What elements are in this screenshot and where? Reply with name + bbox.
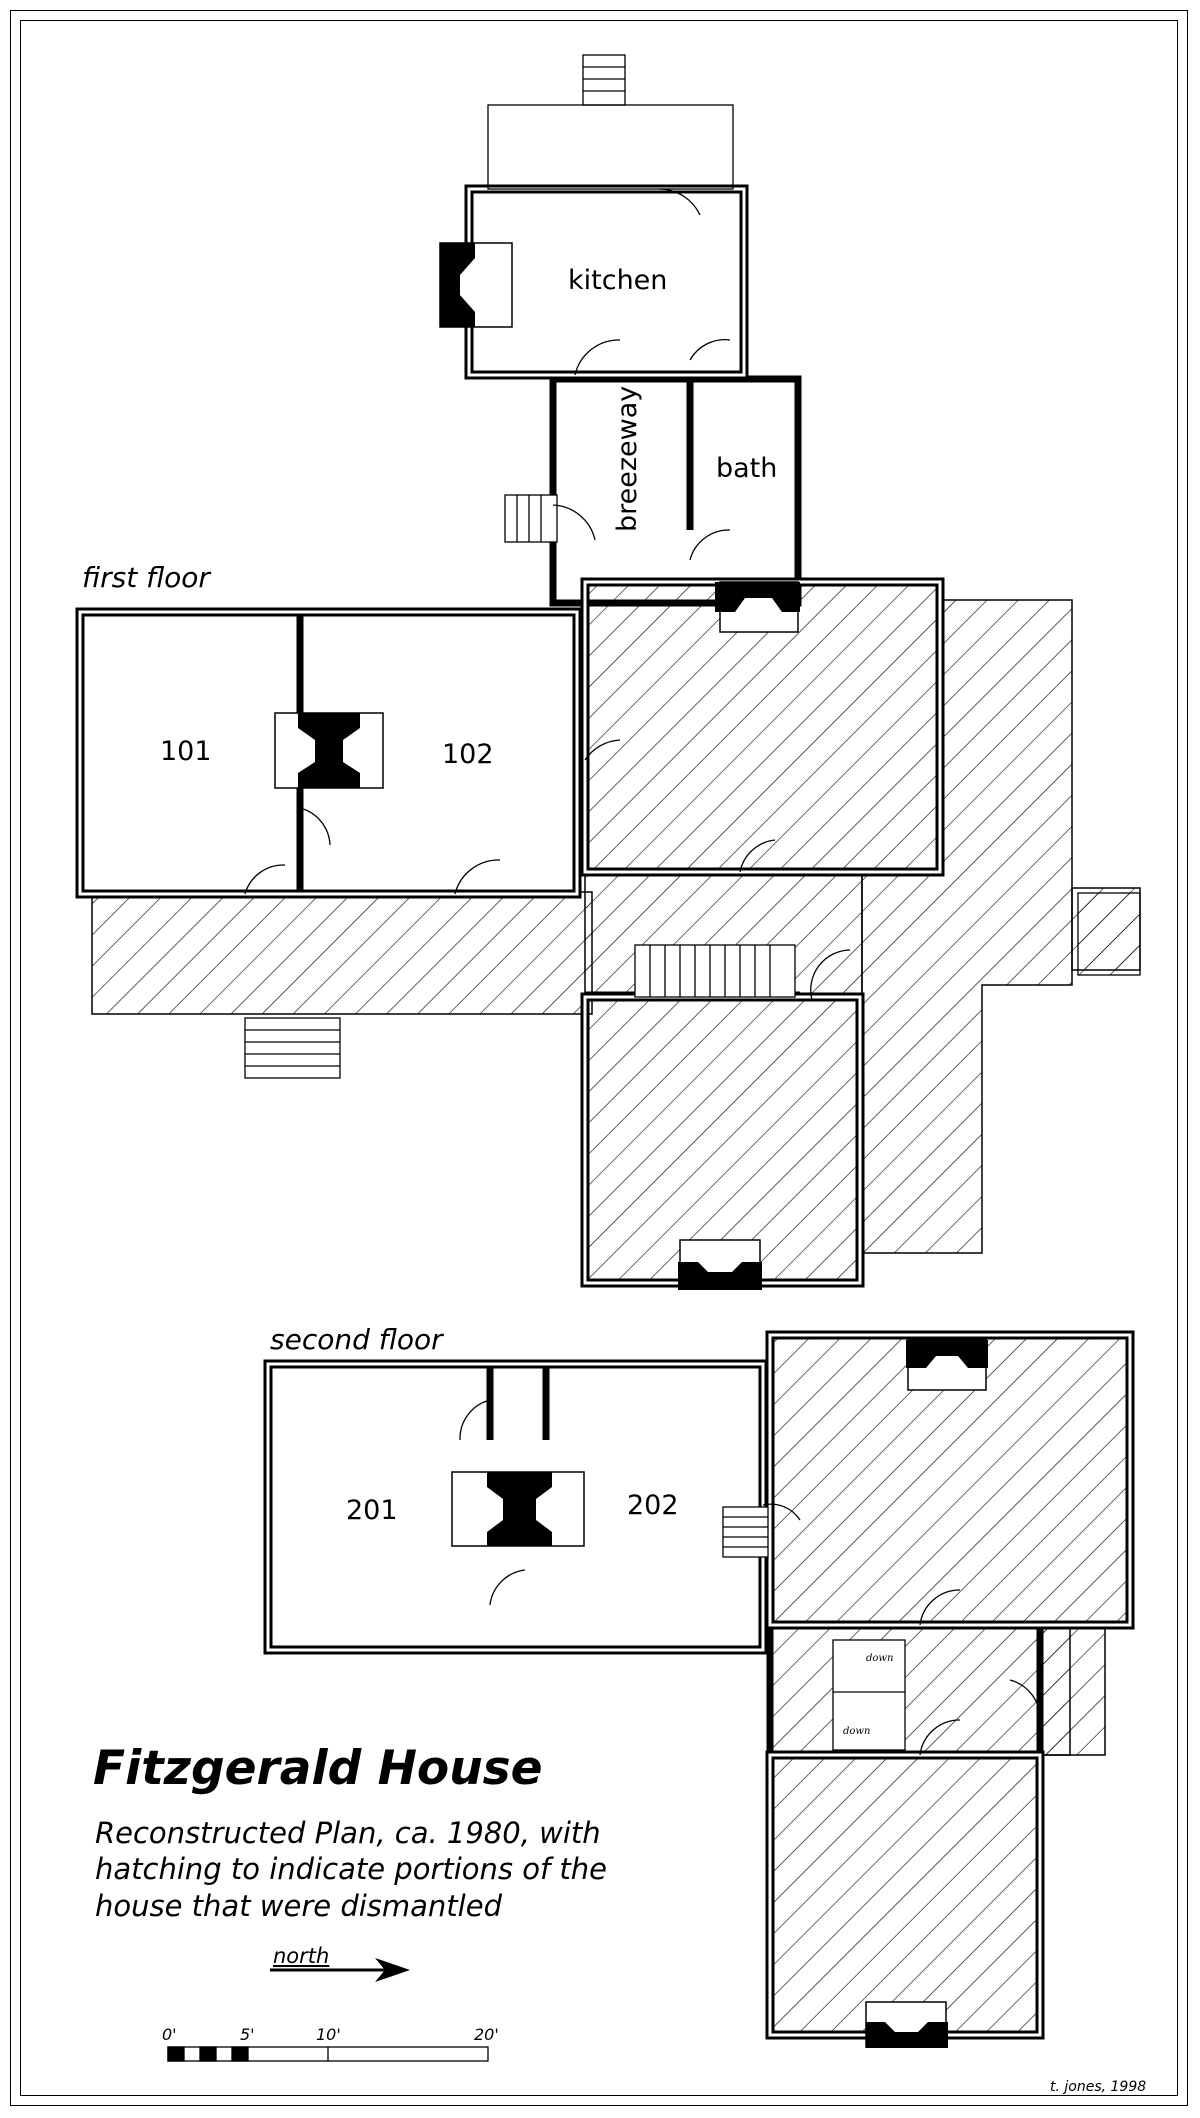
breezeway-label: breezeway xyxy=(612,385,643,532)
scale-label-0: 0' xyxy=(162,2025,177,2044)
drawing-subtitle: Reconstructed Plan, ca. 1980, with hatch… xyxy=(95,1816,608,1923)
stair-down-label-2: down xyxy=(843,1726,871,1737)
first-floor-label: first floor xyxy=(82,561,210,594)
steps xyxy=(244,54,1141,1751)
inner-border xyxy=(20,20,1178,2096)
room-202-label: 202 xyxy=(627,1490,679,1521)
room-102-label: 102 xyxy=(442,739,494,770)
scale-label-5: 5' xyxy=(240,2025,255,2044)
doors xyxy=(244,188,1041,1756)
north-arrow xyxy=(270,1958,410,1982)
bath-label: bath xyxy=(716,453,778,484)
outer-border xyxy=(10,10,1188,2106)
chimneys xyxy=(274,242,988,2048)
room-101-label: 101 xyxy=(160,736,212,767)
north-label: north xyxy=(273,1944,330,1968)
scale-label-20: 20' xyxy=(474,2025,499,2044)
scale-label-10: 10' xyxy=(316,2025,341,2044)
credit-label: t. jones, 1998 xyxy=(1050,2079,1147,2095)
drawing-title: Fitzgerald House xyxy=(93,1741,543,1796)
scale-bar xyxy=(167,2046,489,2062)
kitchen-label: kitchen xyxy=(568,265,668,296)
second-floor-label: second floor xyxy=(270,1323,443,1356)
stair-down-label: down xyxy=(866,1653,894,1664)
room-201-label: 201 xyxy=(346,1495,398,1526)
